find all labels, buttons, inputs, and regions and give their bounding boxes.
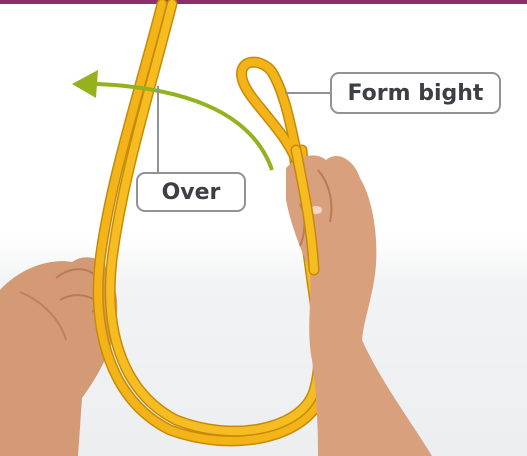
form-bight-label: Form bight xyxy=(330,72,501,114)
over-label: Over xyxy=(136,172,246,212)
